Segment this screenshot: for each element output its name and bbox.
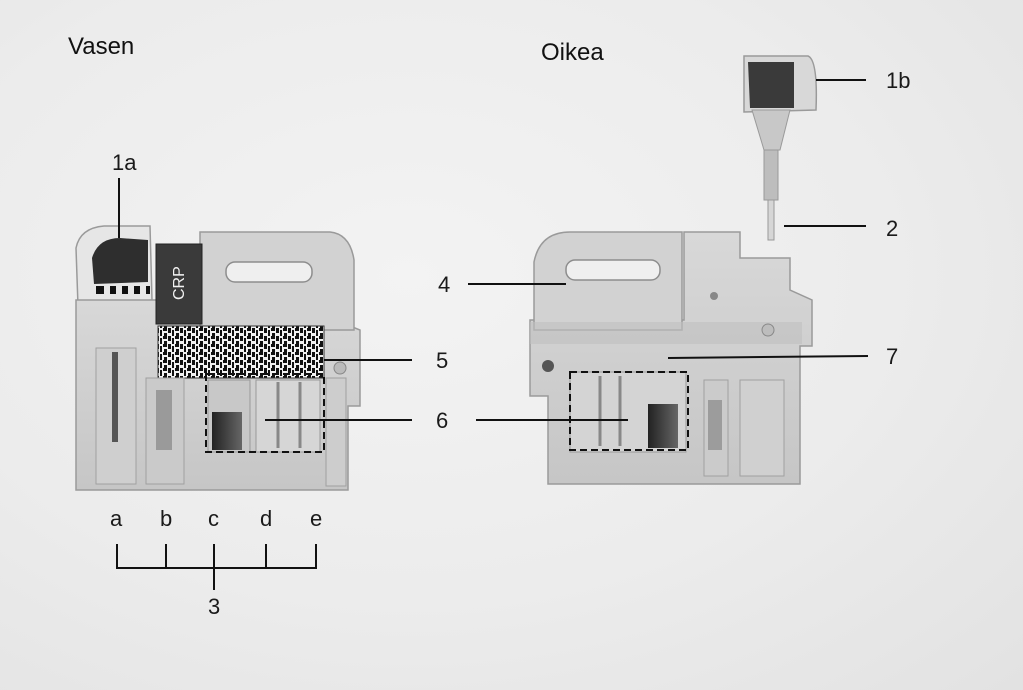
right-reaction-area-box [569,371,689,451]
capillary-stem [763,149,779,201]
right-well-dark [648,404,678,448]
wells-bracket [116,544,317,590]
right-hood-window [565,259,661,281]
callout-6: 6 [436,408,448,433]
well-label-b: b [160,506,172,531]
well-e [325,377,347,487]
well-d [255,379,321,453]
left-cap-dark-part [92,238,148,284]
well-label-d: d [260,506,272,531]
callout-7: 7 [886,344,898,369]
callout-1b: 1b [886,68,910,93]
callout-4: 4 [438,272,450,297]
left-hood-window [225,261,313,283]
left-cartridge: CRP [75,225,361,491]
right-view-title: Oikea [541,39,604,66]
left-reaction-area-box [205,373,325,453]
capillary-tip [767,199,775,241]
crp-label-plate [155,243,203,325]
right-body-hole [542,360,554,372]
well-label-e: e [310,506,322,531]
well-letters: a b c d e [110,506,322,531]
well-a-tube [112,352,118,442]
callout-line-7 [667,355,869,359]
callout-1a: 1a [112,150,137,175]
callout-3: 3 [208,594,220,619]
left-view-title: Vasen [68,33,134,60]
well-label-c: c [208,506,219,531]
well-label-a: a [110,506,123,531]
callout-5: 5 [436,348,448,373]
crp-label: CRP [171,266,188,300]
right-hood [533,231,683,331]
capillary-holder-dark [748,62,794,108]
left-cap-stripes [96,286,150,294]
callout-2: 2 [886,216,898,241]
barcode [157,325,325,379]
